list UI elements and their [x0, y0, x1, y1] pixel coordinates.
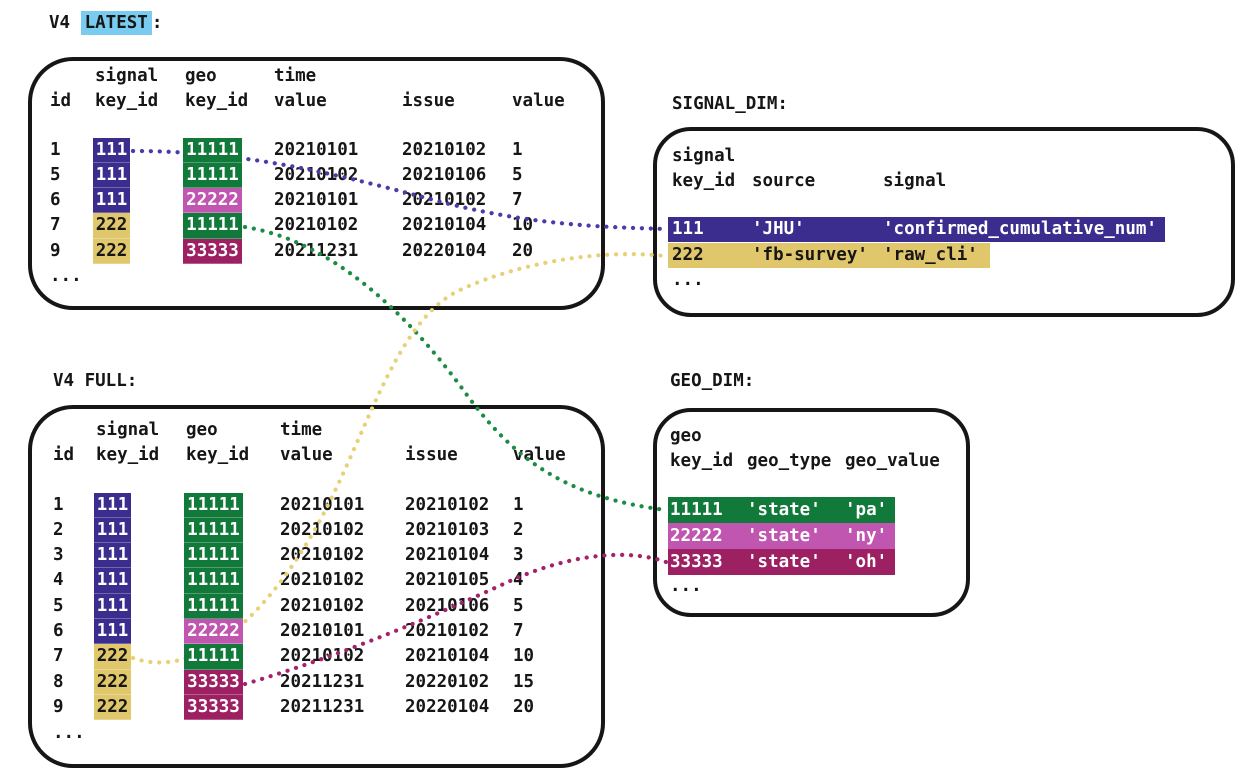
cell-signal-key: 222	[672, 244, 704, 265]
cell-geo-value: 'pa'	[845, 499, 888, 520]
cell-value: 20	[513, 696, 535, 717]
column-header-time-value: value	[274, 91, 327, 111]
cell-geo-key: 33333	[183, 238, 242, 264]
signal-dim-ellipsis: ...	[672, 270, 704, 290]
cell-id: 9	[50, 240, 61, 261]
cell-geo-key: 22222	[184, 619, 243, 645]
cell-geo-key: 11111	[184, 543, 243, 569]
column-header-key-id: key_id	[670, 451, 734, 471]
v4-latest-title-colon: :	[151, 13, 163, 33]
cell-geo-key: 33333	[670, 551, 723, 572]
cell-signal-key: 111	[93, 137, 130, 163]
cell-issue: 20220104	[405, 696, 490, 717]
column-header-signal-name: signal	[883, 171, 947, 191]
cell-signal-key: 222	[93, 238, 130, 264]
cell-geo-value: 'ny'	[845, 525, 888, 546]
cell-signal-key: 111	[672, 218, 704, 239]
cell-signal-key: 222	[94, 644, 131, 670]
cell-id: 5	[50, 164, 61, 185]
column-header-issue: issue	[402, 91, 455, 111]
cell-geo-value: 'oh'	[845, 551, 888, 572]
cell-signal-key: 111	[94, 593, 131, 619]
column-header-value: value	[512, 91, 565, 111]
cell-id: 9	[53, 696, 64, 717]
cell-time-value: 20211231	[280, 696, 365, 717]
cell-geo-key: 11111	[183, 137, 242, 163]
cell-id: 1	[50, 139, 61, 160]
cell-geo-key: 33333	[184, 669, 243, 695]
v4-latest-title-prefix: V4	[49, 13, 81, 33]
table-row: 11111 'state' 'pa'	[668, 496, 895, 523]
cell-id: 7	[50, 215, 61, 236]
cell-id: 6	[50, 190, 61, 211]
cell-geo-key: 11111	[184, 492, 243, 518]
table-row: 222 'fb-survey' 'raw_cli'	[668, 242, 990, 268]
cell-geo-key: 33333	[184, 694, 243, 721]
cell-geo-key: 11111	[184, 517, 243, 544]
cell-geo-type: 'state'	[747, 525, 821, 546]
cell-signal-key: 111	[93, 162, 130, 189]
cell-signal-name: 'confirmed_cumulative_num'	[883, 218, 1157, 239]
cell-signal-key: 222	[93, 213, 130, 239]
cell-id: 1	[53, 494, 64, 515]
column-header-source: source	[752, 171, 816, 191]
column-header-geo-value: geo_value	[845, 451, 940, 471]
cell-geo-key: 11111	[184, 593, 243, 619]
cell-geo-type: 'state'	[747, 551, 821, 572]
cell-signal-key: 111	[94, 492, 131, 518]
column-header-signal: signal	[95, 66, 159, 86]
column-header-signal: signal	[672, 146, 736, 166]
table-row: 111 'JHU' 'confirmed_cumulative_num'	[668, 216, 1165, 242]
column-header-time: time	[274, 66, 317, 86]
v4-full-title: V4 FULL:	[53, 371, 138, 391]
column-header-geo: geo	[670, 426, 702, 446]
column-header-geo-key-id: key_id	[185, 91, 249, 111]
geo-dim-title: GEO_DIM:	[670, 371, 755, 391]
column-header-geo: geo	[185, 66, 217, 86]
cell-signal-key: 222	[94, 669, 131, 695]
column-header-id: id	[50, 91, 72, 111]
cell-signal-key: 111	[94, 517, 131, 544]
cell-id: 7	[53, 646, 64, 667]
latest-highlight: LATEST	[80, 11, 152, 35]
cell-id: 8	[53, 671, 64, 692]
cell-geo-key: 11111	[670, 499, 723, 520]
v4-latest-ellipsis: ...	[50, 266, 82, 286]
cell-id: 5	[53, 595, 64, 616]
cell-geo-key: 11111	[184, 644, 243, 670]
cell-geo-key: 11111	[184, 568, 243, 594]
table-row: 33333 'state' 'oh'	[668, 548, 895, 575]
cell-id: 3	[53, 545, 64, 566]
cell-signal-key: 111	[94, 568, 131, 594]
cell-geo-key: 11111	[183, 162, 242, 189]
column-header-key-id: key_id	[672, 171, 736, 191]
table-row: 22222 'state' 'ny'	[668, 522, 895, 549]
cell-signal-name: 'raw_cli'	[883, 244, 978, 265]
cell-geo-key: 11111	[183, 213, 242, 239]
cell-source: 'JHU'	[752, 218, 805, 239]
cell-geo-key: 22222	[670, 525, 723, 546]
v4-full-ellipsis: ...	[53, 723, 85, 743]
cell-signal-key: 111	[94, 543, 131, 569]
column-header-id: id	[53, 445, 75, 465]
cell-id: 2	[53, 519, 64, 540]
geo-dim-ellipsis: ...	[670, 576, 702, 596]
v4-latest-title: V4 LATEST:	[49, 11, 162, 36]
cell-signal-key: 222	[94, 694, 131, 721]
cell-signal-key: 111	[93, 188, 130, 214]
cell-geo-type: 'state'	[747, 499, 821, 520]
cell-id: 4	[53, 570, 64, 591]
cell-source: 'fb-survey'	[752, 244, 868, 265]
column-header-geo-type: geo_type	[747, 451, 832, 471]
cell-signal-key: 111	[94, 619, 131, 645]
cell-geo-key: 22222	[183, 188, 242, 214]
column-header-signal-key-id: key_id	[95, 91, 159, 111]
signal-dim-title: SIGNAL_DIM:	[672, 94, 788, 114]
cell-id: 6	[53, 621, 64, 641]
